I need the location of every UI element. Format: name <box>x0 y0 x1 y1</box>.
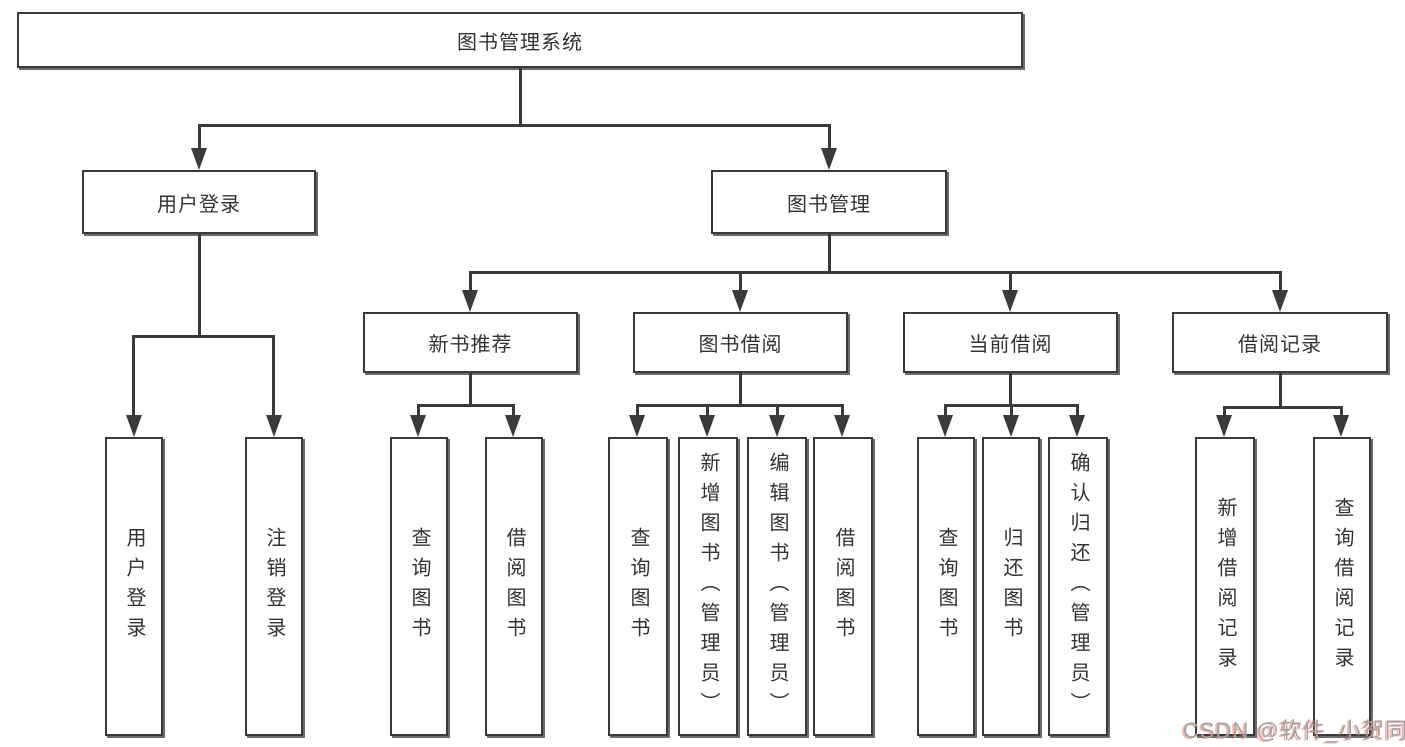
edge-new-book-drop <box>469 373 472 407</box>
node-label: 查询图书 <box>408 526 430 647</box>
node-label: 编辑图书（管理员） <box>766 451 788 722</box>
node-label: 新增图书（管理员） <box>697 451 719 722</box>
edge-book-borrow-drop <box>739 373 742 407</box>
leaf-edit-books-admin: 编辑图书（管理员） <box>747 437 807 736</box>
node-label: 查询图书 <box>627 526 649 647</box>
node-label: 借阅图书 <box>503 526 525 647</box>
edge-book-mgmt-drop <box>828 234 831 274</box>
leaf-user-login: 用户登录 <box>105 437 163 736</box>
node-label: 借阅图书 <box>832 526 854 647</box>
node-borrowing-records: 借阅记录 <box>1172 312 1388 373</box>
leaf-query-books-borrow: 查询图书 <box>608 437 668 736</box>
edge-leaf-stem <box>417 404 420 420</box>
edge-to-new-book <box>469 271 472 293</box>
arrowhead-down-icon <box>462 290 478 312</box>
edge-root-branch <box>198 124 831 127</box>
edge-leaf-stem <box>1076 404 1079 420</box>
leaf-query-books-recommend: 查询图书 <box>390 437 448 736</box>
leaf-query-borrow-record: 查询借阅记录 <box>1313 437 1371 736</box>
node-current-borrowing: 当前借阅 <box>903 312 1118 373</box>
arrowhead-down-icon <box>410 415 426 437</box>
node-label: 图书管理系统 <box>457 31 583 54</box>
leaf-borrow-books-recommend: 借阅图书 <box>485 437 543 736</box>
node-library-management-system: 图书管理系统 <box>17 12 1023 68</box>
edge-user-login-drop <box>198 234 201 338</box>
edge-to-book-management <box>828 124 831 152</box>
edge-to-book-borrow <box>739 271 742 293</box>
leaf-add-books-admin: 新增图书（管理员） <box>678 437 738 736</box>
edge-leaf-stem <box>1010 404 1013 420</box>
node-book-management: 图书管理 <box>711 170 947 234</box>
arrowhead-down-icon <box>1272 290 1288 312</box>
node-user-login: 用户登录 <box>82 170 316 234</box>
node-label: 归还图书 <box>1000 526 1022 647</box>
node-new-book-recommendation: 新书推荐 <box>363 312 578 373</box>
arrowhead-down-icon <box>937 415 953 437</box>
leaf-logout: 注销登录 <box>245 437 303 736</box>
edge-user-login-branch <box>132 335 274 338</box>
node-label: 借阅记录 <box>1238 334 1322 356</box>
arrowhead-down-icon <box>1333 415 1349 437</box>
node-label: 新增借阅记录 <box>1214 496 1236 677</box>
edge-to-leaf-logout <box>272 335 275 419</box>
edge-borrow-records-branch <box>1223 406 1342 409</box>
edge-current-borrow-drop <box>1009 373 1012 407</box>
edge-to-user-login <box>198 124 201 152</box>
edge-borrow-records-drop <box>1279 373 1282 409</box>
edge-leaf-stem <box>636 404 639 420</box>
leaf-add-borrow-record: 新增借阅记录 <box>1195 437 1255 736</box>
edge-leaf-stem <box>776 404 779 420</box>
edge-to-current-borrow <box>1009 271 1012 293</box>
leaf-borrow-books: 借阅图书 <box>813 437 873 736</box>
edge-leaf-stem <box>706 404 709 420</box>
arrowhead-down-icon <box>1216 415 1232 437</box>
node-label: 图书管理 <box>787 193 871 216</box>
edge-book-borrow-branch <box>636 404 844 407</box>
arrowhead-down-icon <box>1002 290 1018 312</box>
arrowhead-down-icon <box>821 148 837 170</box>
node-label: 查询借阅记录 <box>1331 496 1353 677</box>
edge-to-borrow-records <box>1279 271 1282 293</box>
arrowhead-down-icon <box>1069 415 1085 437</box>
node-book-borrowing: 图书借阅 <box>633 312 848 373</box>
edge-root-drop <box>519 68 522 126</box>
node-label: 确认归还（管理员） <box>1067 451 1089 722</box>
arrowhead-down-icon <box>699 415 715 437</box>
edge-leaf-stem <box>512 404 515 420</box>
node-label: 当前借阅 <box>968 334 1053 356</box>
leaf-return-books: 归还图书 <box>982 437 1040 736</box>
node-label: 查询图书 <box>935 526 957 647</box>
arrowhead-down-icon <box>126 415 142 437</box>
csdn-watermark: CSDN @软件_小贺同学 <box>1183 718 1405 743</box>
leaf-confirm-return-admin: 确认归还（管理员） <box>1048 437 1108 736</box>
arrowhead-down-icon <box>266 415 282 437</box>
edge-leaf-stem <box>1340 406 1343 420</box>
node-label: 图书借阅 <box>698 334 783 356</box>
node-label: 注销登录 <box>263 526 285 647</box>
arrowhead-down-icon <box>732 290 748 312</box>
node-label: 用户登录 <box>157 193 241 216</box>
edge-new-book-branch <box>417 404 515 407</box>
leaf-query-books-current: 查询图书 <box>917 437 975 736</box>
edge-leaf-stem <box>944 404 947 420</box>
arrowhead-down-icon <box>769 415 785 437</box>
arrowhead-down-icon <box>505 415 521 437</box>
arrowhead-down-icon <box>1003 415 1019 437</box>
edge-book-mgmt-branch <box>469 271 1281 274</box>
arrowhead-down-icon <box>629 415 645 437</box>
edge-leaf-stem <box>1223 406 1226 420</box>
arrowhead-down-icon <box>191 148 207 170</box>
edge-to-leaf-user-login <box>132 335 135 419</box>
edge-leaf-stem <box>841 404 844 420</box>
arrowhead-down-icon <box>834 415 850 437</box>
node-label: 新书推荐 <box>428 334 513 356</box>
node-label: 用户登录 <box>123 526 145 647</box>
